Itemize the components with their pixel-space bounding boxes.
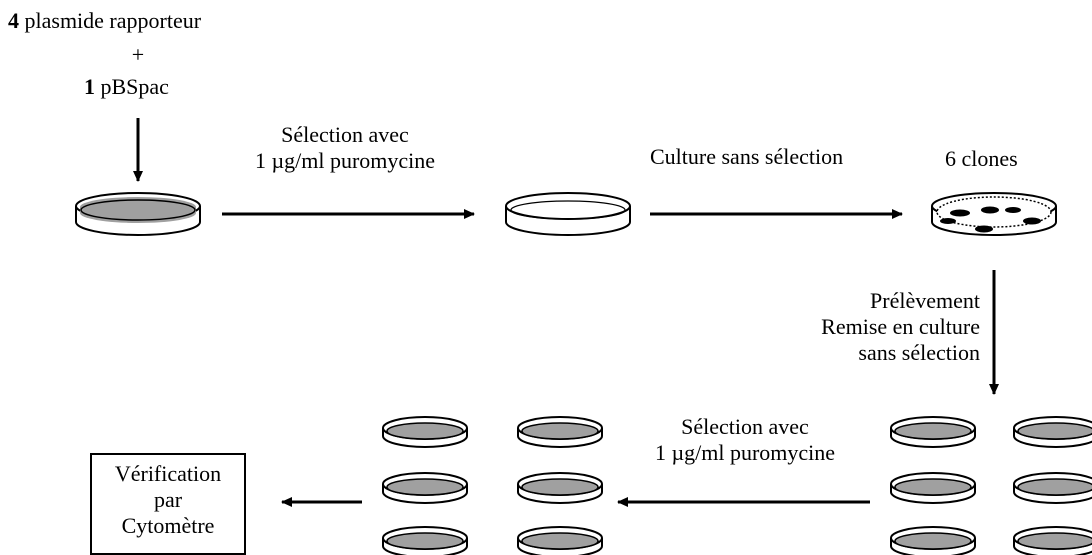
clone-colony <box>940 218 956 224</box>
small-culture-dish <box>382 416 468 448</box>
small-culture-dish <box>517 526 603 555</box>
small-culture-dish <box>1013 416 1092 448</box>
pick-clones-label: Prélèvement Remise en culture sans sélec… <box>740 288 980 366</box>
selection-2-line2: 1 µg/ml puromycine <box>654 440 836 465</box>
verification-box: Vérification par Cytomètre <box>90 453 246 555</box>
small-culture-dish <box>1013 472 1092 504</box>
plus-sign: + <box>131 42 145 67</box>
selection-1-line2: 1 µg/ml puromycine <box>254 148 436 173</box>
reporter-label: plasmide rapporteur <box>24 8 202 33</box>
input-plasmids-line1: 4 plasmide rapporteur <box>8 8 201 34</box>
small-culture-dish <box>1013 526 1092 555</box>
selection-1-line1: Sélection avec <box>281 122 409 147</box>
clone-dishes-after-selection <box>382 416 603 555</box>
clones-label: 6 clones <box>945 146 1018 171</box>
clone-colony <box>981 206 999 214</box>
verification-line1: Vérification <box>114 461 222 486</box>
clone-colony <box>1005 207 1021 213</box>
clone-colony <box>950 209 970 217</box>
clone-dishes-before-selection <box>890 416 1092 555</box>
verification-line2: par <box>153 487 183 512</box>
small-culture-dish <box>890 472 976 504</box>
pbspac-count: 1 <box>84 74 95 99</box>
selected-dish <box>505 192 631 236</box>
clones-dish <box>931 192 1057 236</box>
pick-line1: Prélèvement <box>870 288 980 313</box>
selection-2-line1: Sélection avec <box>681 414 809 439</box>
selection-2-label: Sélection avec 1 µg/ml puromycine <box>610 414 880 466</box>
culture-label: Culture sans sélection <box>650 144 844 169</box>
small-culture-dish <box>890 416 976 448</box>
clone-colony <box>1023 217 1041 225</box>
transfected-dish <box>75 192 201 236</box>
pick-line3: sans sélection <box>858 340 980 365</box>
small-culture-dish <box>517 472 603 504</box>
clone-colony <box>975 225 993 233</box>
small-culture-dish <box>890 526 976 555</box>
small-culture-dish <box>382 526 468 555</box>
small-culture-dish <box>517 416 603 448</box>
selection-1-label: Sélection avec 1 µg/ml puromycine <box>210 122 480 174</box>
small-culture-dish <box>382 472 468 504</box>
input-plasmids-line3: 1 pBSpac <box>84 74 169 100</box>
pbspac-label: pBSpac <box>100 74 169 99</box>
pick-line2: Remise en culture <box>821 314 980 339</box>
verification-line3: Cytomètre <box>121 513 215 538</box>
reporter-count: 4 <box>8 8 19 33</box>
